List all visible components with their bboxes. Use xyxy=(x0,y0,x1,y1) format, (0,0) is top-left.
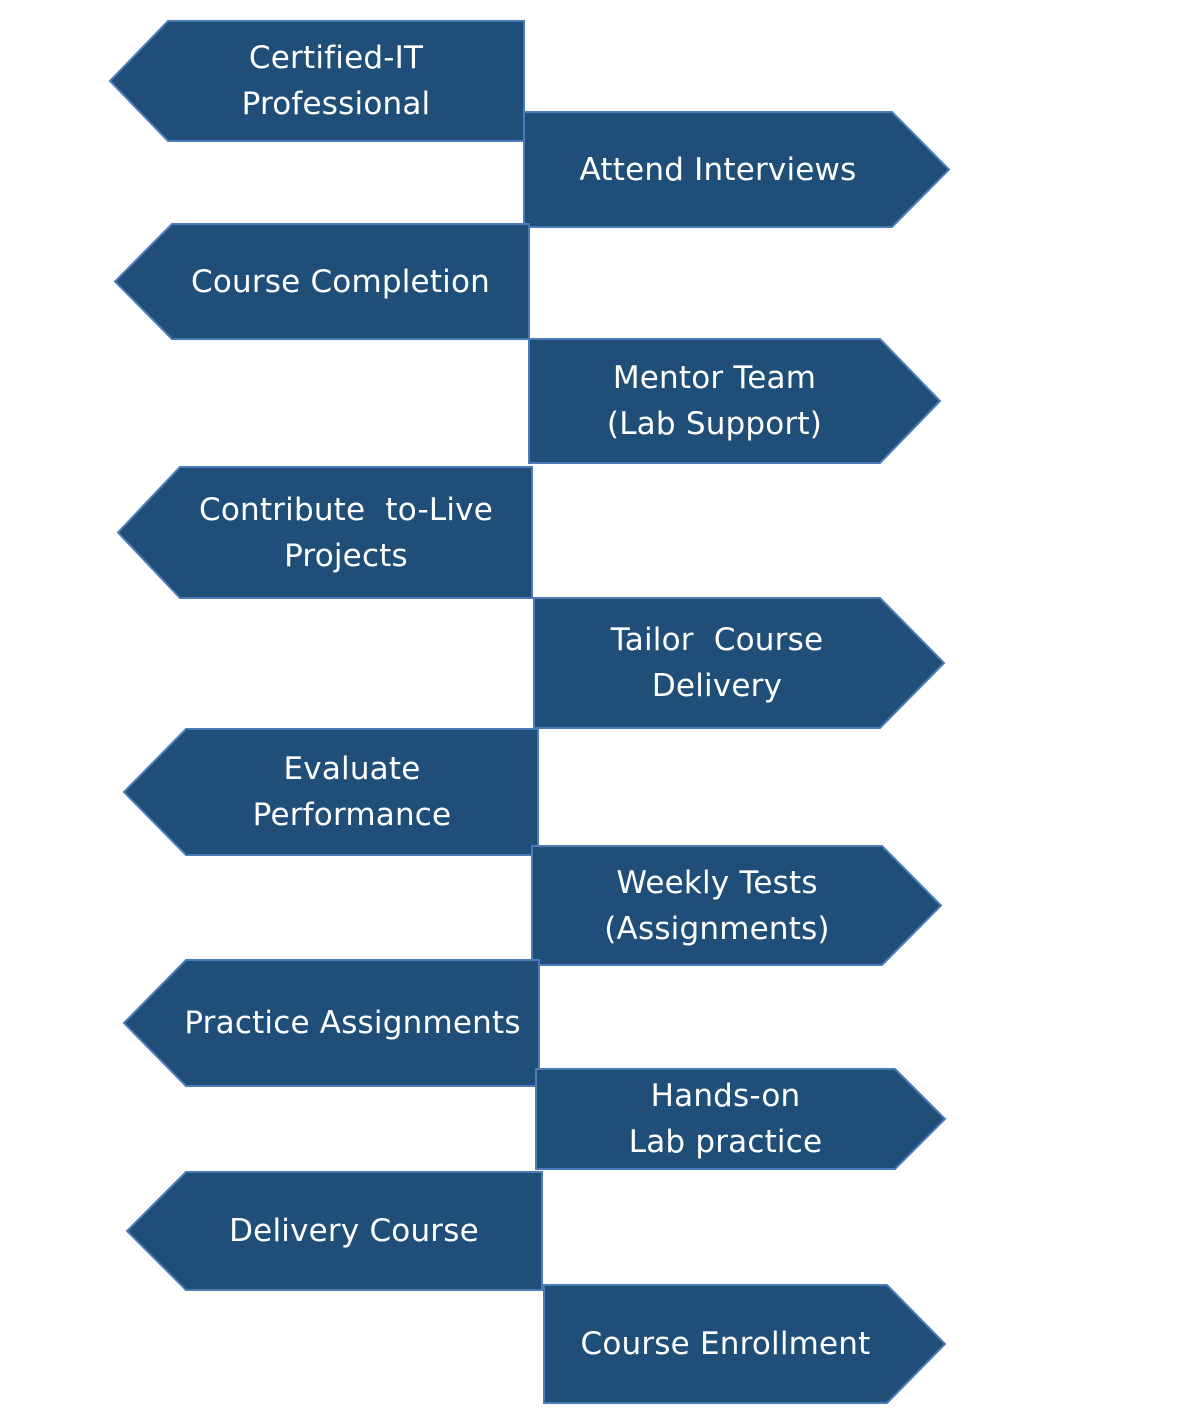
right-arrow-tailor-course-delivery xyxy=(533,597,946,729)
step-label-line: Evaluate xyxy=(283,751,421,787)
step-label-line: (Assignments) xyxy=(604,910,830,947)
left-arrow-certified-it-professional xyxy=(108,20,525,142)
step-label-practice-assignments: Practice Assignments xyxy=(166,960,539,1086)
step-label-certified-it-professional: Certified-IT Professional xyxy=(148,21,524,141)
step-label-line: Course Enrollment xyxy=(580,1326,871,1362)
step-label-line: (Lab Support) xyxy=(606,406,823,442)
step-label-line: Projects xyxy=(284,537,408,574)
step-label-attend-interviews: Attend Interviews xyxy=(524,112,912,227)
step-label-line: Contribute to-Live xyxy=(198,491,494,528)
step-label-line: Practice Assignments xyxy=(184,1005,521,1041)
step-label-line: Course Completion xyxy=(190,263,491,300)
step-label-delivery-course: Delivery Course xyxy=(166,1172,542,1290)
step-label-line: Hands-on xyxy=(650,1078,801,1114)
right-arrow-weekly-tests xyxy=(531,845,943,966)
step-label-line: Delivery xyxy=(651,668,783,704)
right-arrow-course-enrollment xyxy=(543,1284,947,1404)
step-label-course-enrollment: Course Enrollment xyxy=(544,1285,907,1403)
step-label-line: Lab practice xyxy=(628,1124,823,1160)
right-arrow-attend-interviews xyxy=(523,111,951,228)
step-label-mentor-team: Mentor Team (Lab Support) xyxy=(529,339,900,463)
step-label-line: Certified-IT xyxy=(248,40,424,76)
step-label-line: Weekly Tests xyxy=(616,864,818,901)
right-arrow-mentor-team xyxy=(528,338,942,464)
step-label-line: Tailor Course xyxy=(610,622,824,658)
step-label-line: Professional xyxy=(241,86,431,122)
left-arrow-course-completion xyxy=(113,223,530,340)
left-arrow-delivery-course xyxy=(125,1171,543,1291)
left-arrow-contribute-live-projects xyxy=(116,466,533,599)
left-arrow-practice-assignments xyxy=(122,959,540,1087)
step-label-weekly-tests: Weekly Tests (Assignments) xyxy=(532,846,902,965)
step-label-line: Attend Interviews xyxy=(579,151,857,188)
step-label-line: Performance xyxy=(252,797,452,833)
step-label-line: Delivery Course xyxy=(229,1213,479,1249)
left-arrow-evaluate-performance xyxy=(122,728,539,856)
right-arrow-hands-on-lab-practice xyxy=(535,1068,947,1170)
step-label-course-completion: Course Completion xyxy=(152,224,529,339)
step-label-line: Mentor Team xyxy=(612,360,817,396)
